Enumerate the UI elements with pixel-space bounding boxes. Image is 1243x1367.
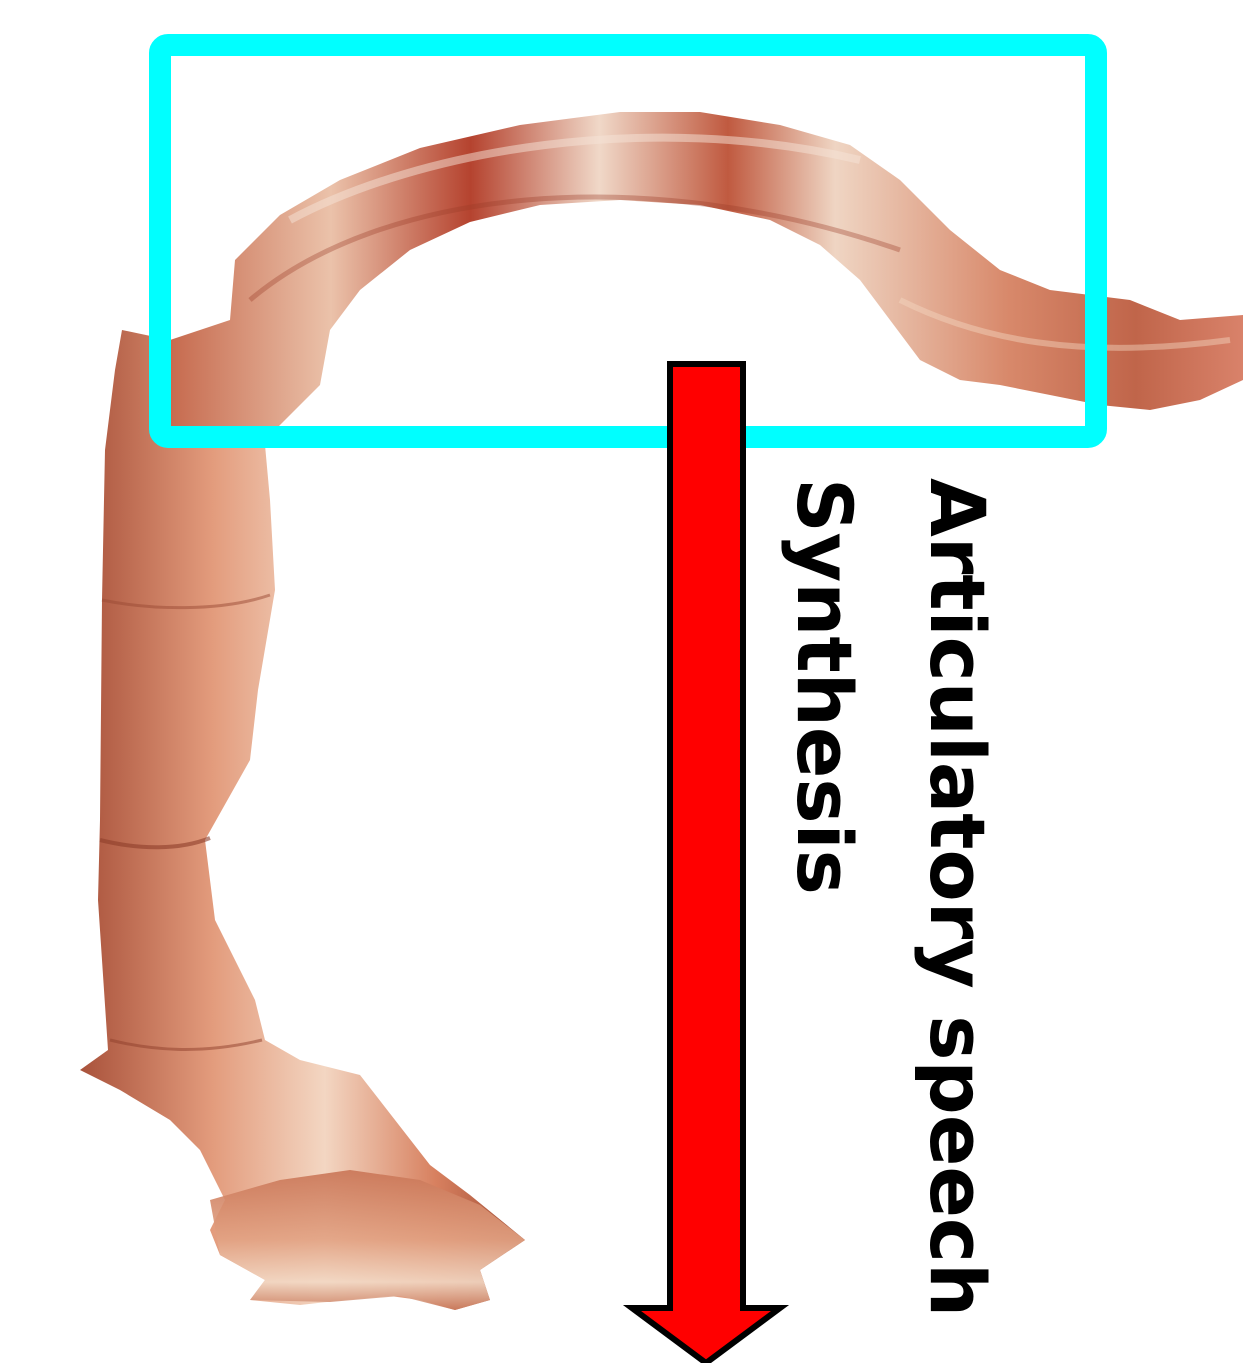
- label-articulatory-speech: Articulatory speech: [919, 478, 995, 1317]
- vocal-tract-pharynx: [80, 330, 525, 1310]
- label-synthesis: Synthesis: [786, 478, 862, 895]
- arrow-down-icon: [632, 364, 780, 1363]
- vocal-tract-larynx-flare: [210, 1170, 525, 1310]
